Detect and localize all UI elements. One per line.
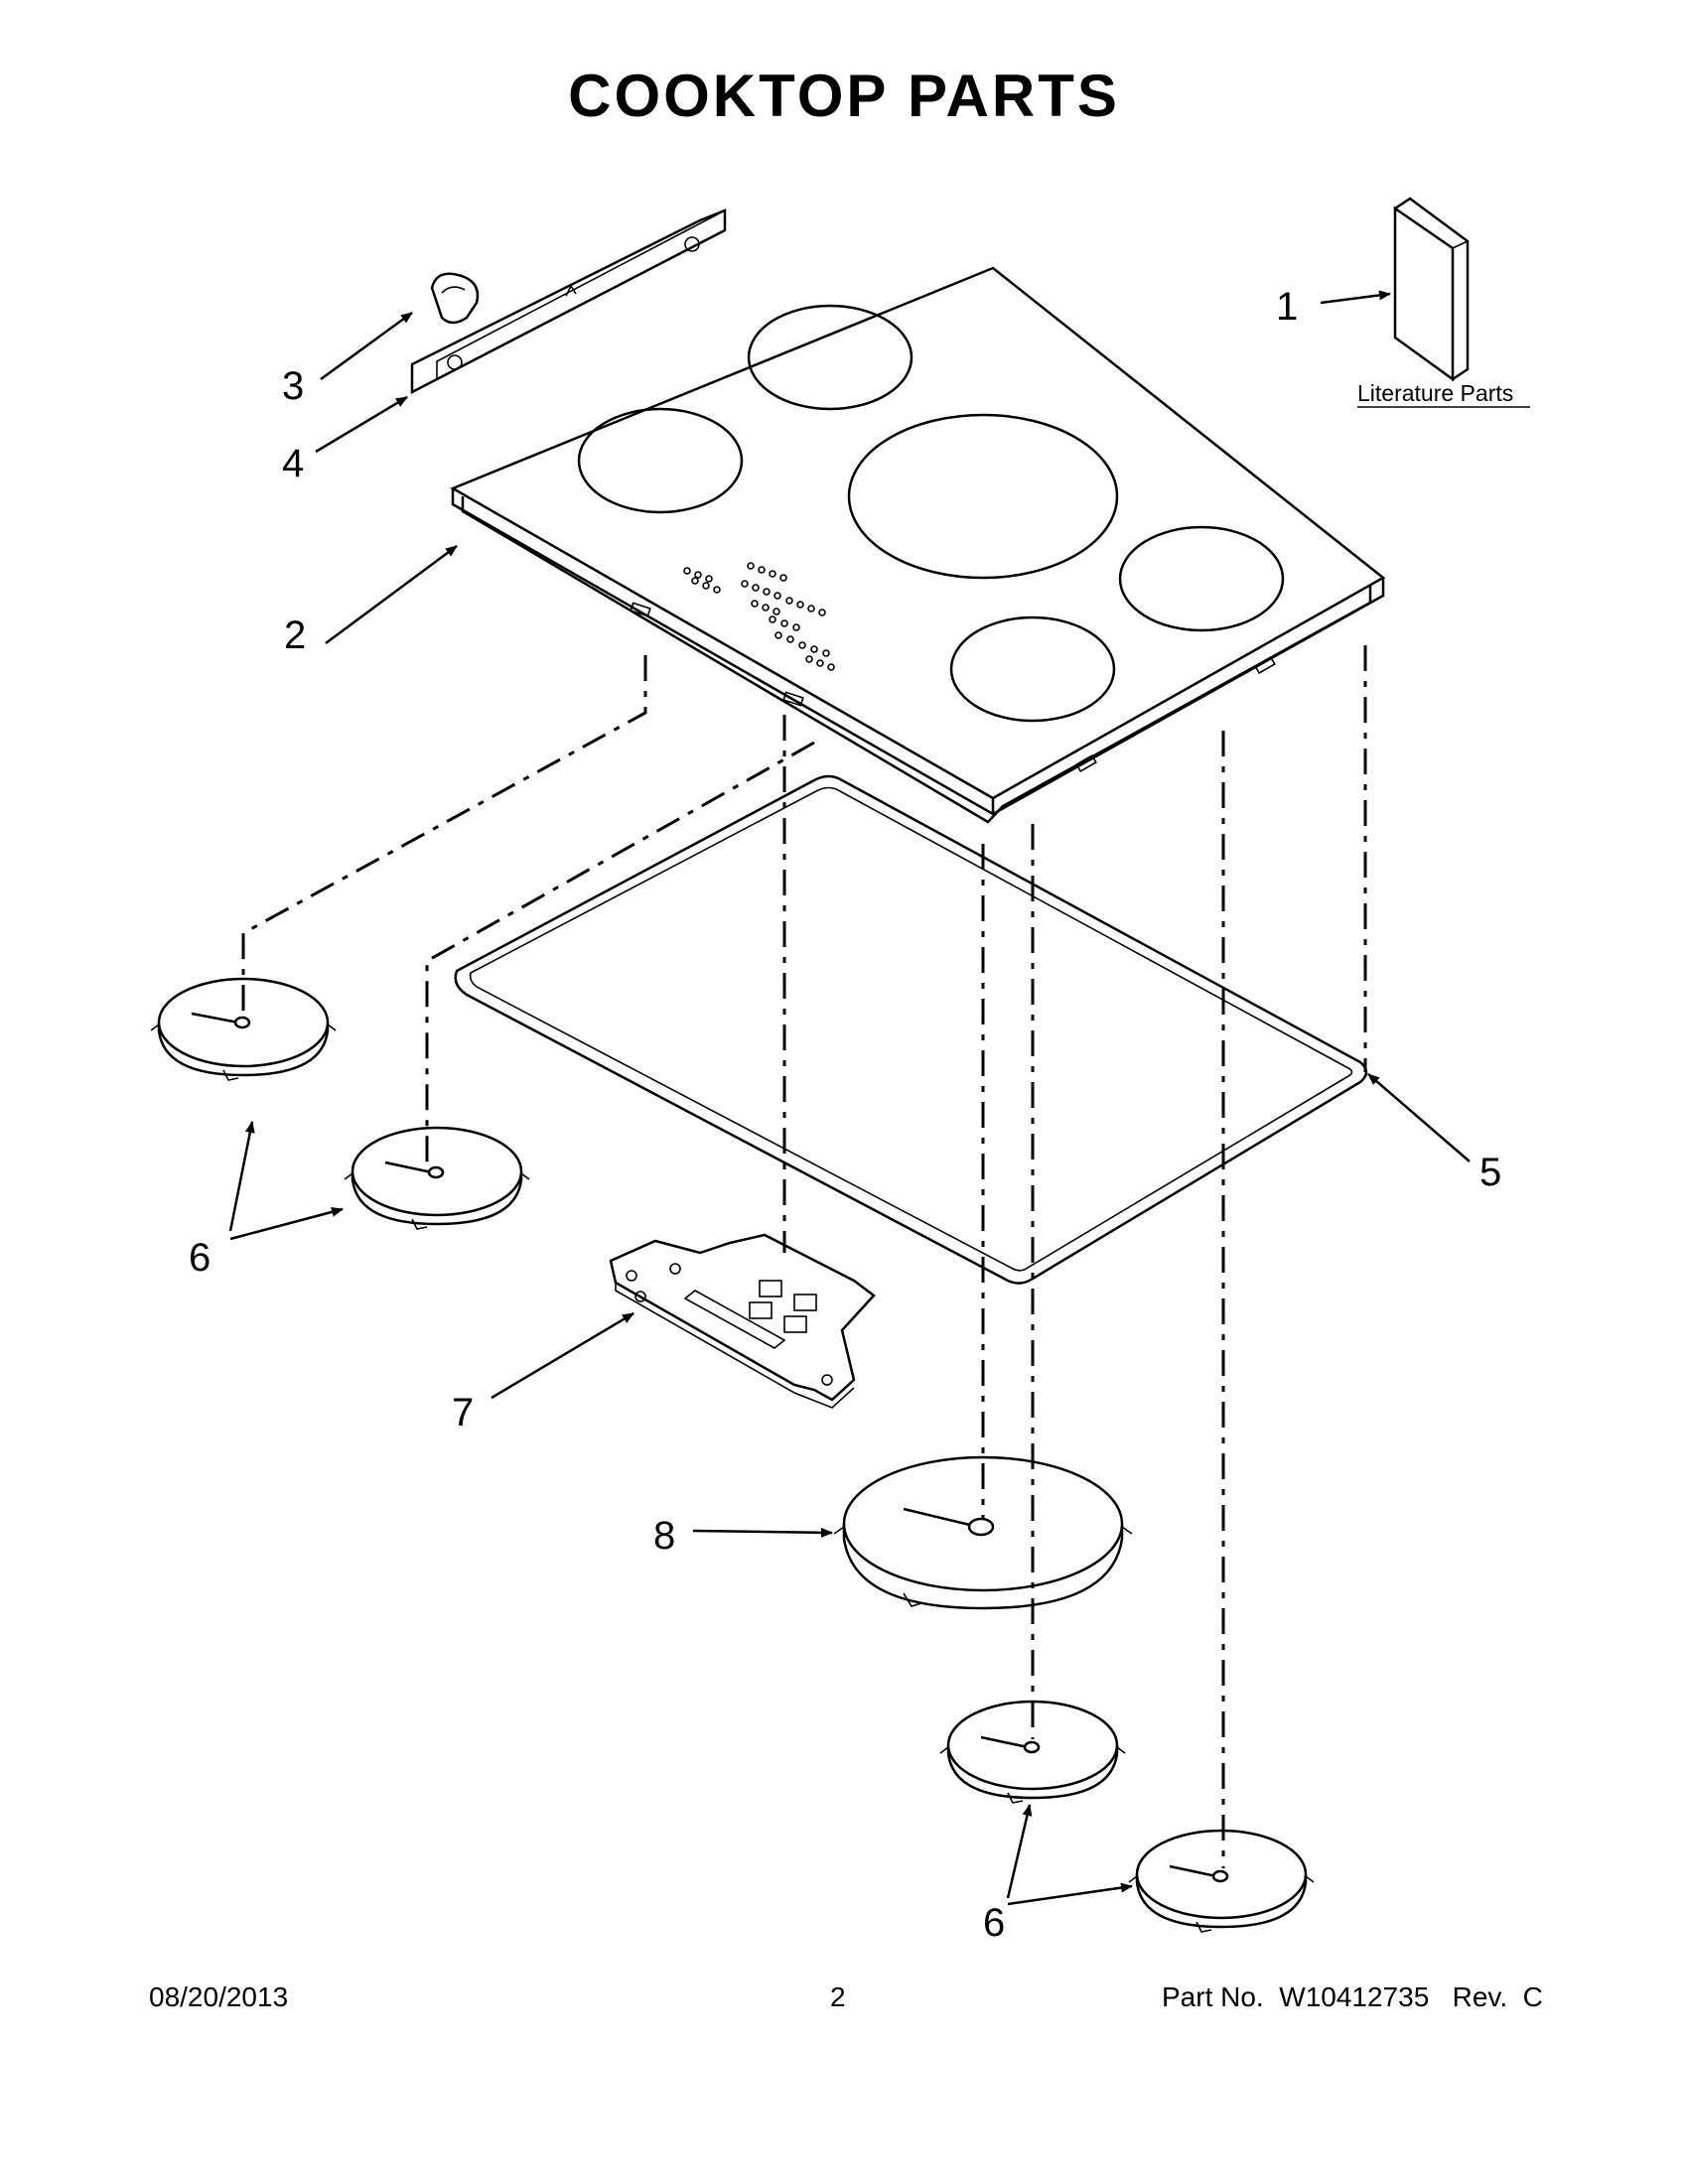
footer-date: 08/20/2013: [149, 1981, 289, 2012]
touch-controls: [683, 562, 835, 671]
footer-page-number: 2: [830, 1981, 846, 2012]
control-bracket: [410, 208, 727, 395]
callout-6-bottom: 6: [983, 1901, 1005, 1945]
burner-front: [949, 615, 1116, 723]
callout-8: 8: [653, 1514, 675, 1558]
cooktop-glass: [450, 266, 1386, 824]
induction-coil-small-4: [1128, 1829, 1315, 1933]
burner-rear-left: [577, 407, 744, 514]
assembly-lines: [241, 645, 1367, 1868]
burner-right: [1118, 525, 1285, 632]
induction-coil-large: [833, 1455, 1133, 1610]
wire-clip: [430, 272, 480, 325]
induction-coil-small-1: [150, 977, 337, 1081]
callout-3: 3: [282, 364, 304, 408]
burner-rear-center: [747, 304, 914, 411]
footer-part-number: Part No. W10412735 Rev. C: [1162, 1981, 1543, 2012]
control-board: [609, 1233, 876, 1409]
callout-7: 7: [452, 1391, 474, 1434]
induction-coil-small-2: [344, 1126, 530, 1230]
burner-center-large: [847, 413, 1119, 580]
page-title: COOKTOP PARTS: [568, 63, 1120, 129]
callout-1: 1: [1276, 285, 1298, 329]
leader-arrows: [228, 290, 1471, 1906]
cooktop-gasket: [454, 774, 1368, 1285]
callout-4: 4: [282, 442, 304, 485]
callout-5: 5: [1479, 1151, 1501, 1194]
literature-parts-label: Literature Parts: [1357, 380, 1513, 406]
callout-2: 2: [284, 614, 306, 657]
callout-6-left: 6: [189, 1236, 211, 1280]
literature-booklet: [1393, 197, 1470, 382]
